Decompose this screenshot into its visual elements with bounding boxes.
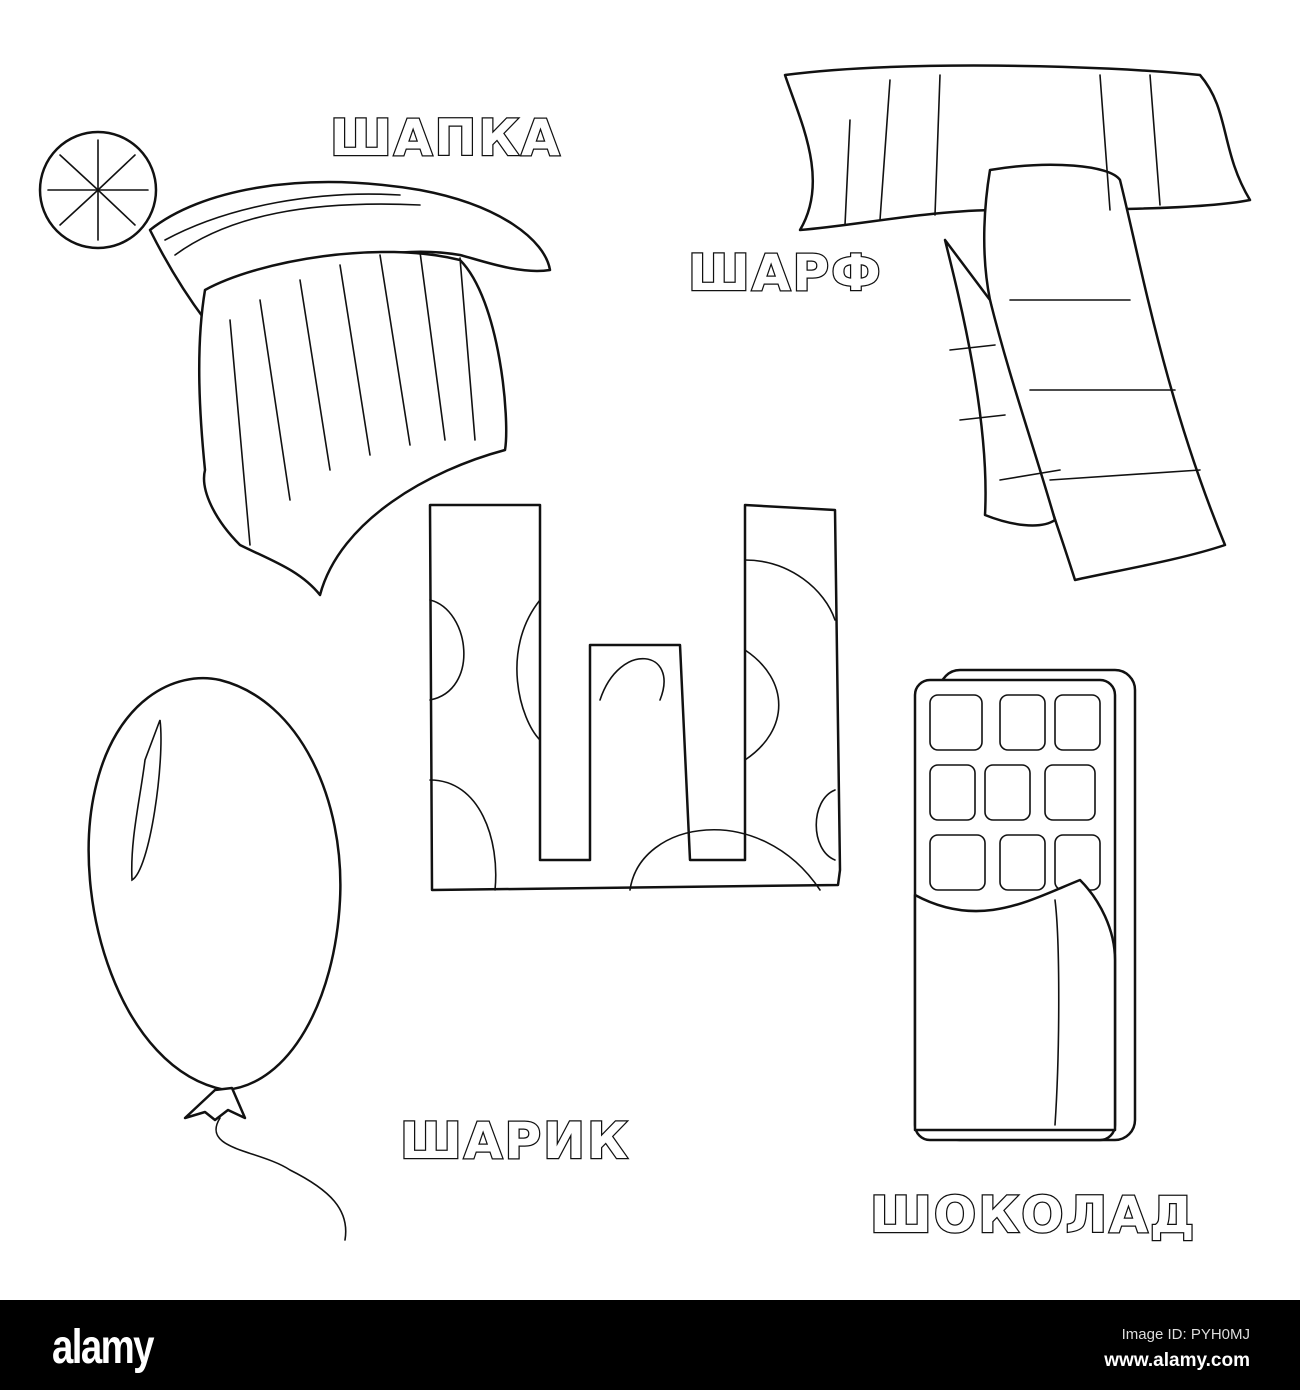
hat-drawing [38, 130, 552, 597]
chocolate-drawing [913, 668, 1137, 1142]
word-scarf: ШАРФ [688, 244, 883, 302]
image-id-text: Image ID: PYH0MJ [1121, 1326, 1250, 1343]
word-balloon: ШАРИК [400, 1112, 630, 1170]
balloon-drawing [87, 676, 347, 1241]
word-chocolate: ШОКОЛАД [870, 1186, 1196, 1244]
alamy-logo: alamy [52, 1321, 154, 1374]
watermark-url: www.alamy.com [1104, 1350, 1250, 1371]
coloring-page-illustration: ШАПКА ШАРФ ШАРИК [38, 64, 1252, 1245]
scarf-drawing [783, 64, 1252, 582]
watermark-bar: alamy Image ID: PYH0MJ www.alamy.com [0, 1300, 1300, 1390]
letter-sha-drawing [428, 503, 842, 892]
word-hat: ШАПКА [330, 109, 562, 167]
